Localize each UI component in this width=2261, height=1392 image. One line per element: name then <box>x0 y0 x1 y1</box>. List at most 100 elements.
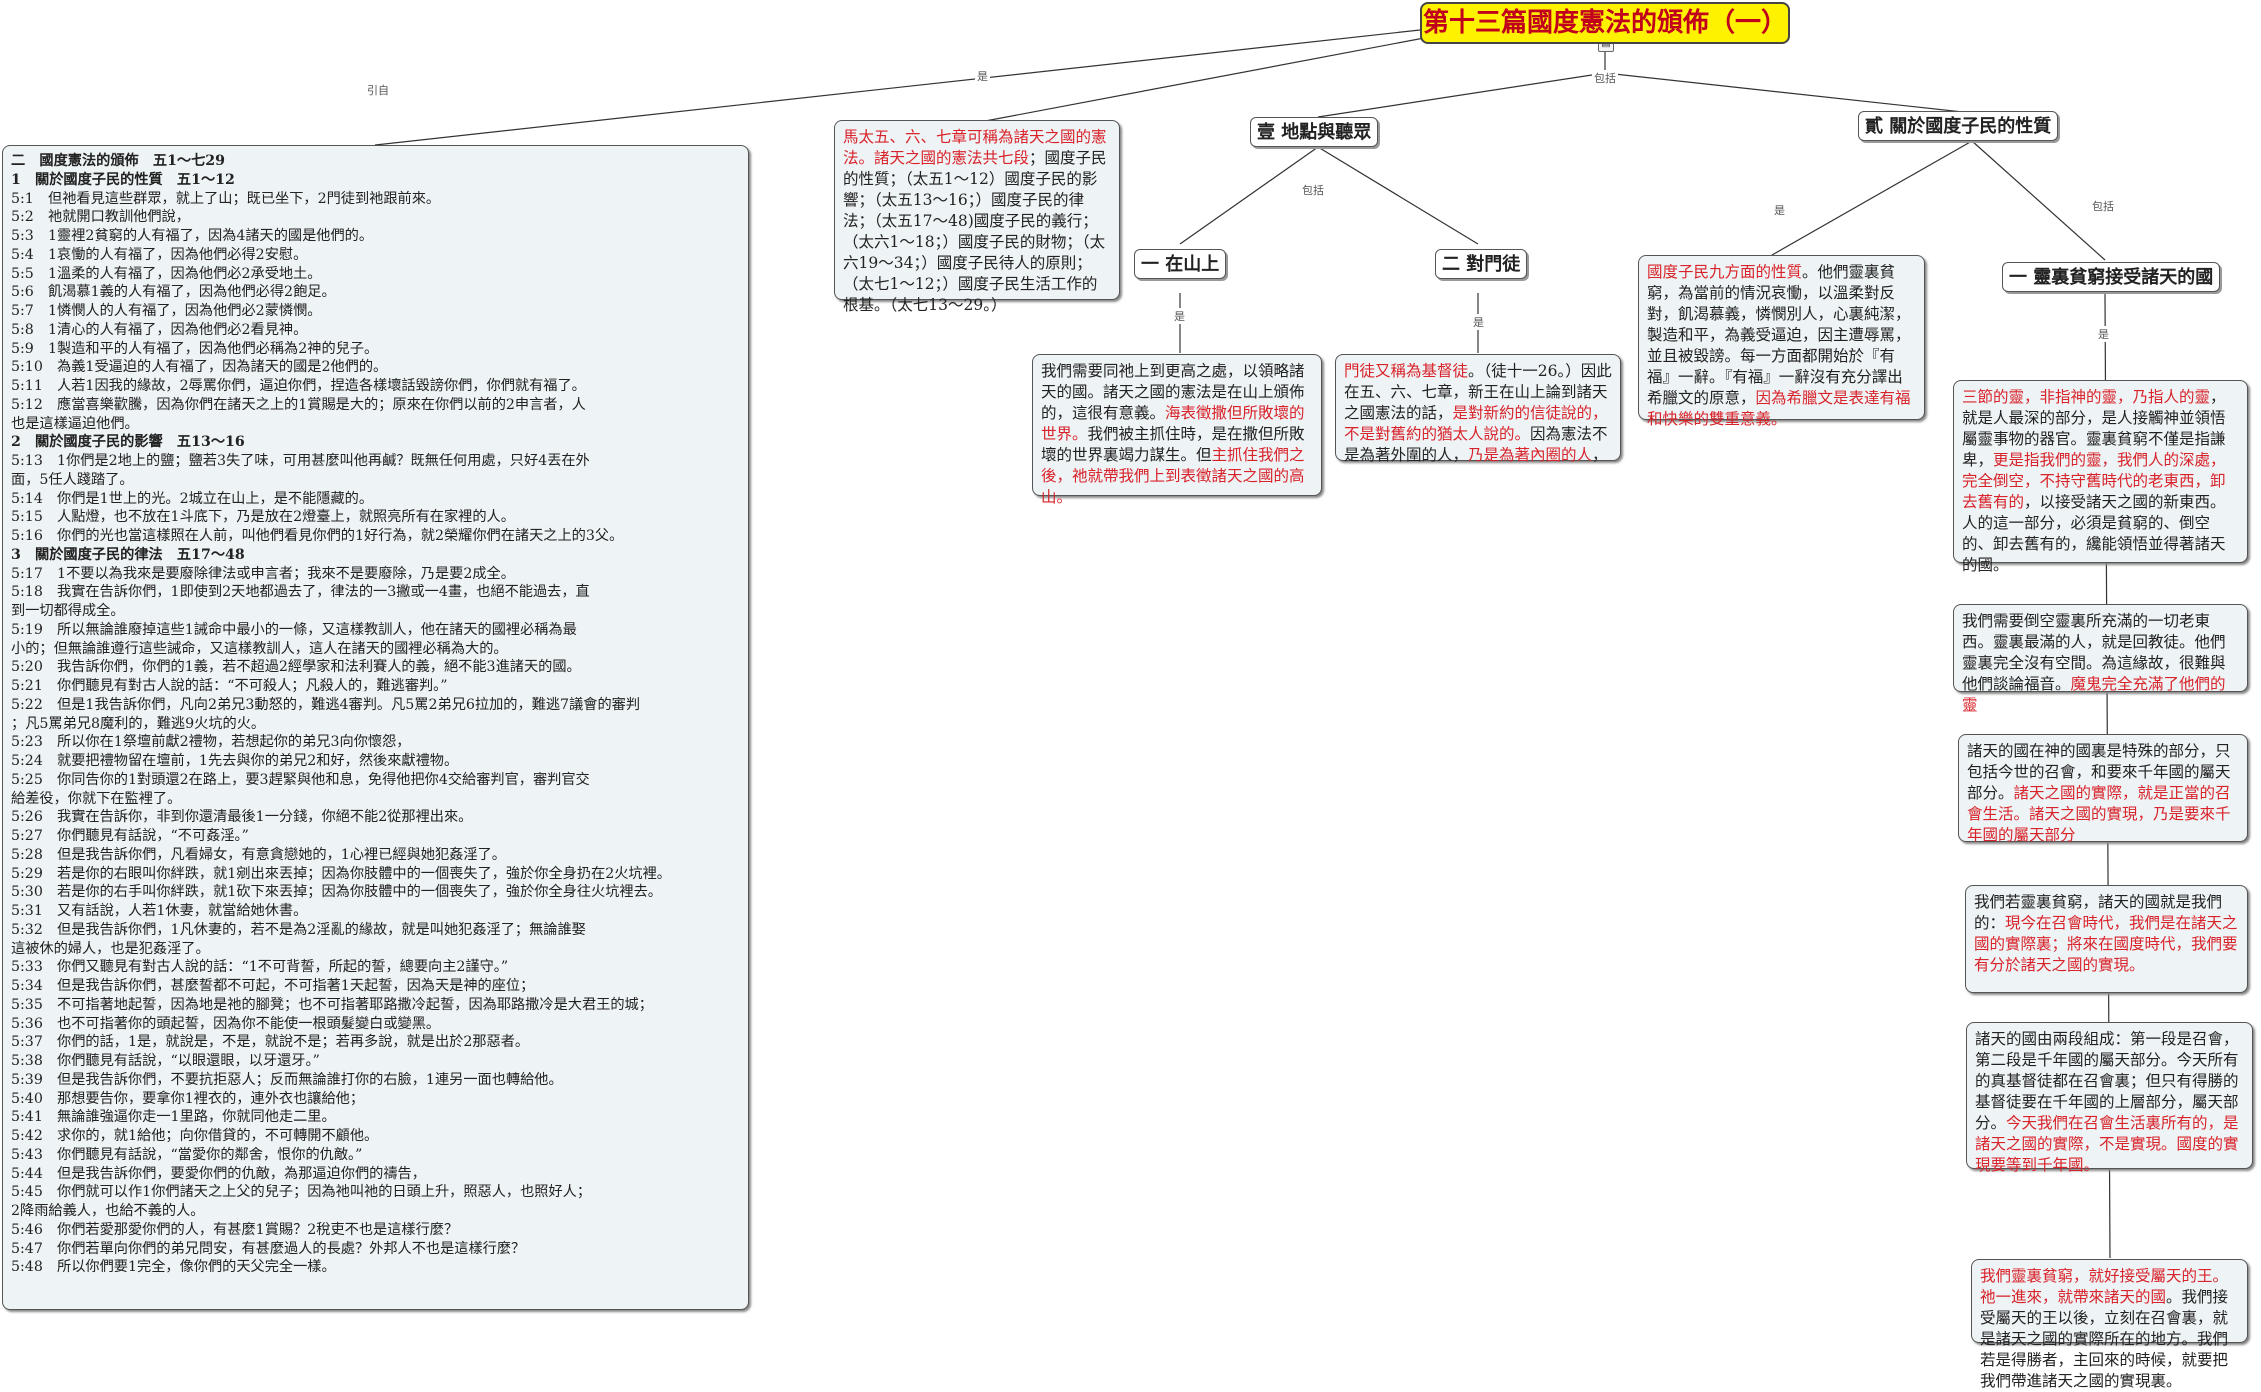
section-heading: 3 關於國度子民的律法 五17～48 <box>11 546 245 563</box>
topic-poor-in-spirit[interactable]: 一 靈裏貧窮接受諸天的國 <box>2002 262 2221 292</box>
verse-line: 5:4 1哀慟的人有福了，因為他們必得2安慰。 <box>11 246 308 263</box>
verse-line: 5:6 飢渴慕1義的人有福了，因為他們必得2飽足。 <box>11 284 336 301</box>
verse-line: 5:5 1溫柔的人有福了，因為他們必2承受地土。 <box>11 265 322 282</box>
note-text: ， <box>1592 446 1608 464</box>
poor-note-box[interactable]: 我們需要倒空靈裏所充滿的一切老東西。靈裏最滿的人，就是回教徒。他們靈裏完全沒有空… <box>1953 604 2248 714</box>
highlight-text: 海表徵撒但所敗壞的世界。 <box>1041 404 1305 443</box>
poor-note-box[interactable]: 諸天的國在神的國裏是特殊的部分，只包括今世的召會，和要來千年國的屬天部分。諸天之… <box>1958 734 2248 844</box>
highlight-text: 三節的靈，非指神的靈，乃指人的靈 <box>1962 388 2211 406</box>
verse-line: 5:25 你同告你的1對頭還2在路上，要3趕緊與他和息，免得他把你4交給審判官，… <box>11 771 590 788</box>
verse-line: 也是這樣逼迫他們。 <box>11 415 139 432</box>
verse-line: 5:38 你們聽見有話說，“以眼還眼，以牙還牙。” <box>11 1053 320 1069</box>
topic-on-mountain[interactable]: 一 在山上 <box>1134 249 1227 279</box>
verse-line: 給差役，你就下在監裡了。 <box>11 790 182 807</box>
edge-label-shi-nature: 是 <box>1772 202 1787 218</box>
verse-line: 5:11 人若1因我的緣故，2辱罵你們，逼迫你們，捏造各樣壞話毀謗你們，你們就有… <box>11 378 586 394</box>
edge-label-baokuo-poor: 包括 <box>2090 198 2116 214</box>
verse-line: 5:28 但是我告訴你們，凡看婦女，有意貪戀她的，1心裡已經與她犯姦淫了。 <box>11 846 506 863</box>
section-heading: 二 國度憲法的頒佈 五1～七29 <box>11 153 226 169</box>
highlight-text: 門徒又稱為基督徒 <box>1344 362 1469 380</box>
highlight-text: 魔鬼完全充滿了他們的靈 <box>1962 675 2226 714</box>
poor-note-box[interactable]: 諸天的國由兩段組成：第一段是召會，第二段是千年國的屬天部分。今天所有的真基督徒都… <box>1966 1022 2253 1174</box>
note-text: 諸天的國在神的國裏是特殊的部分，只包括今世的召會，和要來千年國的屬天部分。 <box>1967 742 2231 802</box>
edge-branch-place <box>1317 72 1606 118</box>
highlight-text: 國度子民九方面的性質 <box>1647 263 1803 281</box>
poor-note-box[interactable]: 我們靈裏貧窮，就好接受屬天的王。祂一進來，就帶來諸天的國。我們接受屬天的王以後，… <box>1971 1259 2248 1390</box>
verse-line: 5:36 也不可指著你的頭起誓，因為你不能使一根頭髮變白或變黑。 <box>11 1015 441 1032</box>
verse-line: 5:2 祂就開口教訓他們說， <box>11 209 190 226</box>
edge-root-intro <box>979 34 1441 123</box>
nature-note-box[interactable]: 國度子民九方面的性質。他們靈裏貧窮，為當前的情況哀慟，以溫柔對反對，飢渴慕義，憐… <box>1638 255 1925 428</box>
mountain-note-box[interactable]: 我們需要同祂上到更高之處，以領略諸天的國。諸天之國的憲法是在山上頒佈的，這很有意… <box>1032 354 1322 506</box>
disciples-note-box[interactable]: 門徒又稱為基督徒。（徒十一26。）因此在五、六、七章，新王在山上論到諸天之國憲法… <box>1335 354 1621 464</box>
intro-note-box[interactable]: 馬太五、六、七章可稱為諸天之國的憲法。諸天之國的憲法共七段；國度子民的性質；（太… <box>834 120 1120 314</box>
verse-line: 5:42 求你的，就1給他；向你借貸的，不可轉開不顧他。 <box>11 1128 379 1144</box>
verse-line: 5:19 所以無論誰廢掉這些1誡命中最小的一條，又這樣教訓人，他在諸天的國裡必稱… <box>11 621 577 638</box>
note-text: 。（徒十一26。）因此在五、六、七章，新王在山上論到諸天之國憲法的話， <box>1344 362 1612 422</box>
section-heading: 2 關於國度子民的影響 五13～16 <box>11 434 245 451</box>
section-heading: 1 關於國度子民的性質 五1～12 <box>11 171 235 188</box>
edge-label-baokuo-root: 包括 <box>1592 70 1618 86</box>
verse-line: 2降雨給義人，也給不義的人。 <box>11 1203 205 1219</box>
verse-line: 5:47 你們若單向你們的弟兄問安，有甚麼過人的長處？外邦人不也是這樣行麼？ <box>11 1240 526 1257</box>
topic-place-audience[interactable]: 壹 地點與聽眾 <box>1250 117 1379 147</box>
verse-line: 5:48 所以你們要1完全，像你們的天父完全一樣。 <box>11 1259 336 1276</box>
verse-line: 5:9 1製造和平的人有福了，因為他們必稱為2神的兒子。 <box>11 340 379 357</box>
verse-line: 5:41 無論誰強逼你走一1里路，你就同他走二里。 <box>11 1109 336 1126</box>
verse-line: 5:45 你們就可以作1你們諸天之上父的兒子；因為祂叫祂的日頭上升，照惡人，也照… <box>11 1184 592 1201</box>
verse-line: 5:37 你們的話，1是，就說是，不是，就說不是；若再多說，就是出於2那惡者。 <box>11 1034 530 1051</box>
note-text: ，就是人最深的部分，是人接觸神並領悟屬靈事物的器官。靈裏貧窮不僅是指謙卑， <box>1962 388 2226 469</box>
verse-line: 5:15 人點燈，也不放在1斗底下，乃是放在2燈臺上，就照亮所有在家裡的人。 <box>11 509 515 526</box>
verse-line: 5:33 你們又聽見有對古人說的話：“1不可背誓，所起的誓，總要向主2謹守。” <box>11 959 509 976</box>
edge-label-shi-mountain: 是 <box>1172 308 1187 324</box>
edge-relation-poor <box>1971 140 2106 261</box>
verse-line: 5:1 但祂看見這些群眾，就上了山；既已坐下，2門徒到祂跟前來。 <box>11 190 441 207</box>
highlight-text: 諸天之國的實際，就是正當的召會生活。諸天之國的實現，乃是要來千年國的屬天部分 <box>1967 784 2231 844</box>
note-text: 我們需要同祂上到更高之處，以領略諸天的國。諸天之國的憲法是在山上頒佈的，這很有意… <box>1041 362 1305 422</box>
verse-line: 5:26 我實在告訴你，非到你還清最後1一分錢，你絕不能2從那裡出來。 <box>11 809 473 826</box>
poor-note-box[interactable]: 三節的靈，非指神的靈，乃指人的靈，就是人最深的部分，是人接觸神並領悟屬靈事物的器… <box>1953 380 2248 574</box>
verse-line: 5:18 我實在告訴你們，1即使到2天地都過去了，律法的一3撇或一4畫，也絕不能… <box>11 584 590 601</box>
note-text: 我們需要倒空靈裏所充滿的一切老東西。靈裏最滿的人，就是回教徒。他們靈裏完全沒有空… <box>1962 612 2226 693</box>
verse-line: 5:17 1不要以為我來是要廢除律法或申言者；我來不是要廢除，乃是要2成全。 <box>11 565 515 582</box>
verse-line: 5:24 就要把禮物留在壇前，1先去與你的弟兄2和好，然後來獻禮物。 <box>11 753 459 769</box>
edge-place-disciples <box>1317 146 1479 245</box>
verse-line: 5:43 你們聽見有話說，“當愛你的鄰舍，恨你的仇敵。” <box>11 1146 363 1163</box>
highlight-text: 今天我們在召會生活裏所有的，是諸天之國的實際，不是實現。國度的實現要等到千年國。 <box>1975 1114 2239 1174</box>
highlight-text: 更是指我們的靈，我們人的深處，完全倒空，不持守舊時代的老東西，卸去舊有的 <box>1962 451 2226 511</box>
verse-line: 5:14 你們是1世上的光。2城立在山上，是不能隱藏的。 <box>11 490 374 507</box>
verse-line: 5:35 不可指著地起誓，因為地是祂的腳凳；也不可指著耶路撒冷起誓，因為耶路撒冷… <box>11 996 653 1013</box>
edge-branch-relation <box>1604 72 1973 114</box>
verse-line: 5:29 若是你的右眼叫你絆跌，就1剜出來丟掉；因為你肢體中的一個喪失了，強於你… <box>11 865 671 882</box>
verse-line: 5:46 你們若愛那愛你們的人，有甚麼1賞賜？2稅吏不也是這樣行麼？ <box>11 1221 459 1238</box>
verse-line: 5:31 又有話說，人若1休妻，就當給她休書。 <box>11 903 308 919</box>
topic-to-disciples[interactable]: 二 對門徒 <box>1435 249 1528 279</box>
verse-line: 面，5任人踐踏了。 <box>11 471 134 488</box>
edge-label-shi-disciples: 是 <box>1471 314 1486 330</box>
verse-line: 5:34 但是我告訴你們，甚麼誓都不可起，不可指著1天起誓，因為天是神的座位； <box>11 978 535 994</box>
verse-line: 5:23 所以你在1祭壇前獻2禮物，若想起你的弟兄3向你懷怨， <box>11 734 411 751</box>
verse-line: 5:40 那想要告你，要拿你1裡衣的，連外衣也讓給他； <box>11 1090 365 1107</box>
verse-line: 到一切都得成全。 <box>11 603 125 619</box>
verse-line: 5:21 你們聽見有對古人說的話：“不可殺人；凡殺人的，難逃審判。” <box>11 678 448 694</box>
topic-kingdom-nature[interactable]: 貳 關於國度子民的性質 <box>1858 111 2059 141</box>
root-topic[interactable]: 第十三篇國度憲法的頒佈（一） <box>1420 2 1790 44</box>
highlight-text: 主抓住我們之後，祂就帶我們上到表徵諸天之國的高山。 <box>1041 446 1305 506</box>
verse-line: 5:10 為義1受逼迫的人有福了，因為諸天的國是2他們的。 <box>11 359 388 376</box>
edge-label-shi-intro: 是 <box>975 68 990 84</box>
verse-line: 5:7 1憐憫人的人有福了，因為他們必2蒙憐憫。 <box>11 303 322 319</box>
verse-line: 這被休的婦人，也是犯姦淫了。 <box>11 940 210 957</box>
poor-note-box[interactable]: 我們若靈裏貧窮，諸天的國就是我們的：現今在召會時代，我們是在諸天之國的實際裏；將… <box>1965 885 2248 993</box>
edge-label-shi-poor: 是 <box>2096 326 2111 342</box>
verse-line: 5:16 你們的光也當這樣照在人前，叫他們看見你們的1好行為，就2榮耀你們在諸天… <box>11 528 624 544</box>
verse-line: 5:3 1靈裡2貧窮的人有福了，因為4諸天的國是他們的。 <box>11 228 374 244</box>
verse-line: 5:39 但是我告訴你們，不要抗拒惡人；反而無論誰打你的右臉，1連另一面也轉給他… <box>11 1071 563 1088</box>
highlight-text: 我們靈裏貧窮，就好接受屬天的王。祂一進來，就帶來諸天的國 <box>1980 1267 2229 1306</box>
verse-line: 5:8 1清心的人有福了，因為他們必2看見神。 <box>11 321 308 338</box>
scripture-note-box[interactable]: 二 國度憲法的頒佈 五1～七29 1 關於國度子民的性質 五1～12 5:1 但祂看… <box>2 145 749 1310</box>
note-text: 。他們靈裏貧窮，為當前的情況哀慟，以溫柔對反對，飢渴慕義，憐憫別人，心裏純潔，製… <box>1647 263 1911 407</box>
verse-line: ；凡5罵弟兄8魔利的，難逃9火坑的火。 <box>11 715 266 732</box>
note-text: 我們被主抓住時，是在撒但所敗壞的世界裏竭力謀生。但 <box>1041 425 1305 464</box>
highlight-text: 乃是為著內圈的人 <box>1468 446 1593 464</box>
edge-relation-nature <box>1771 140 1973 256</box>
